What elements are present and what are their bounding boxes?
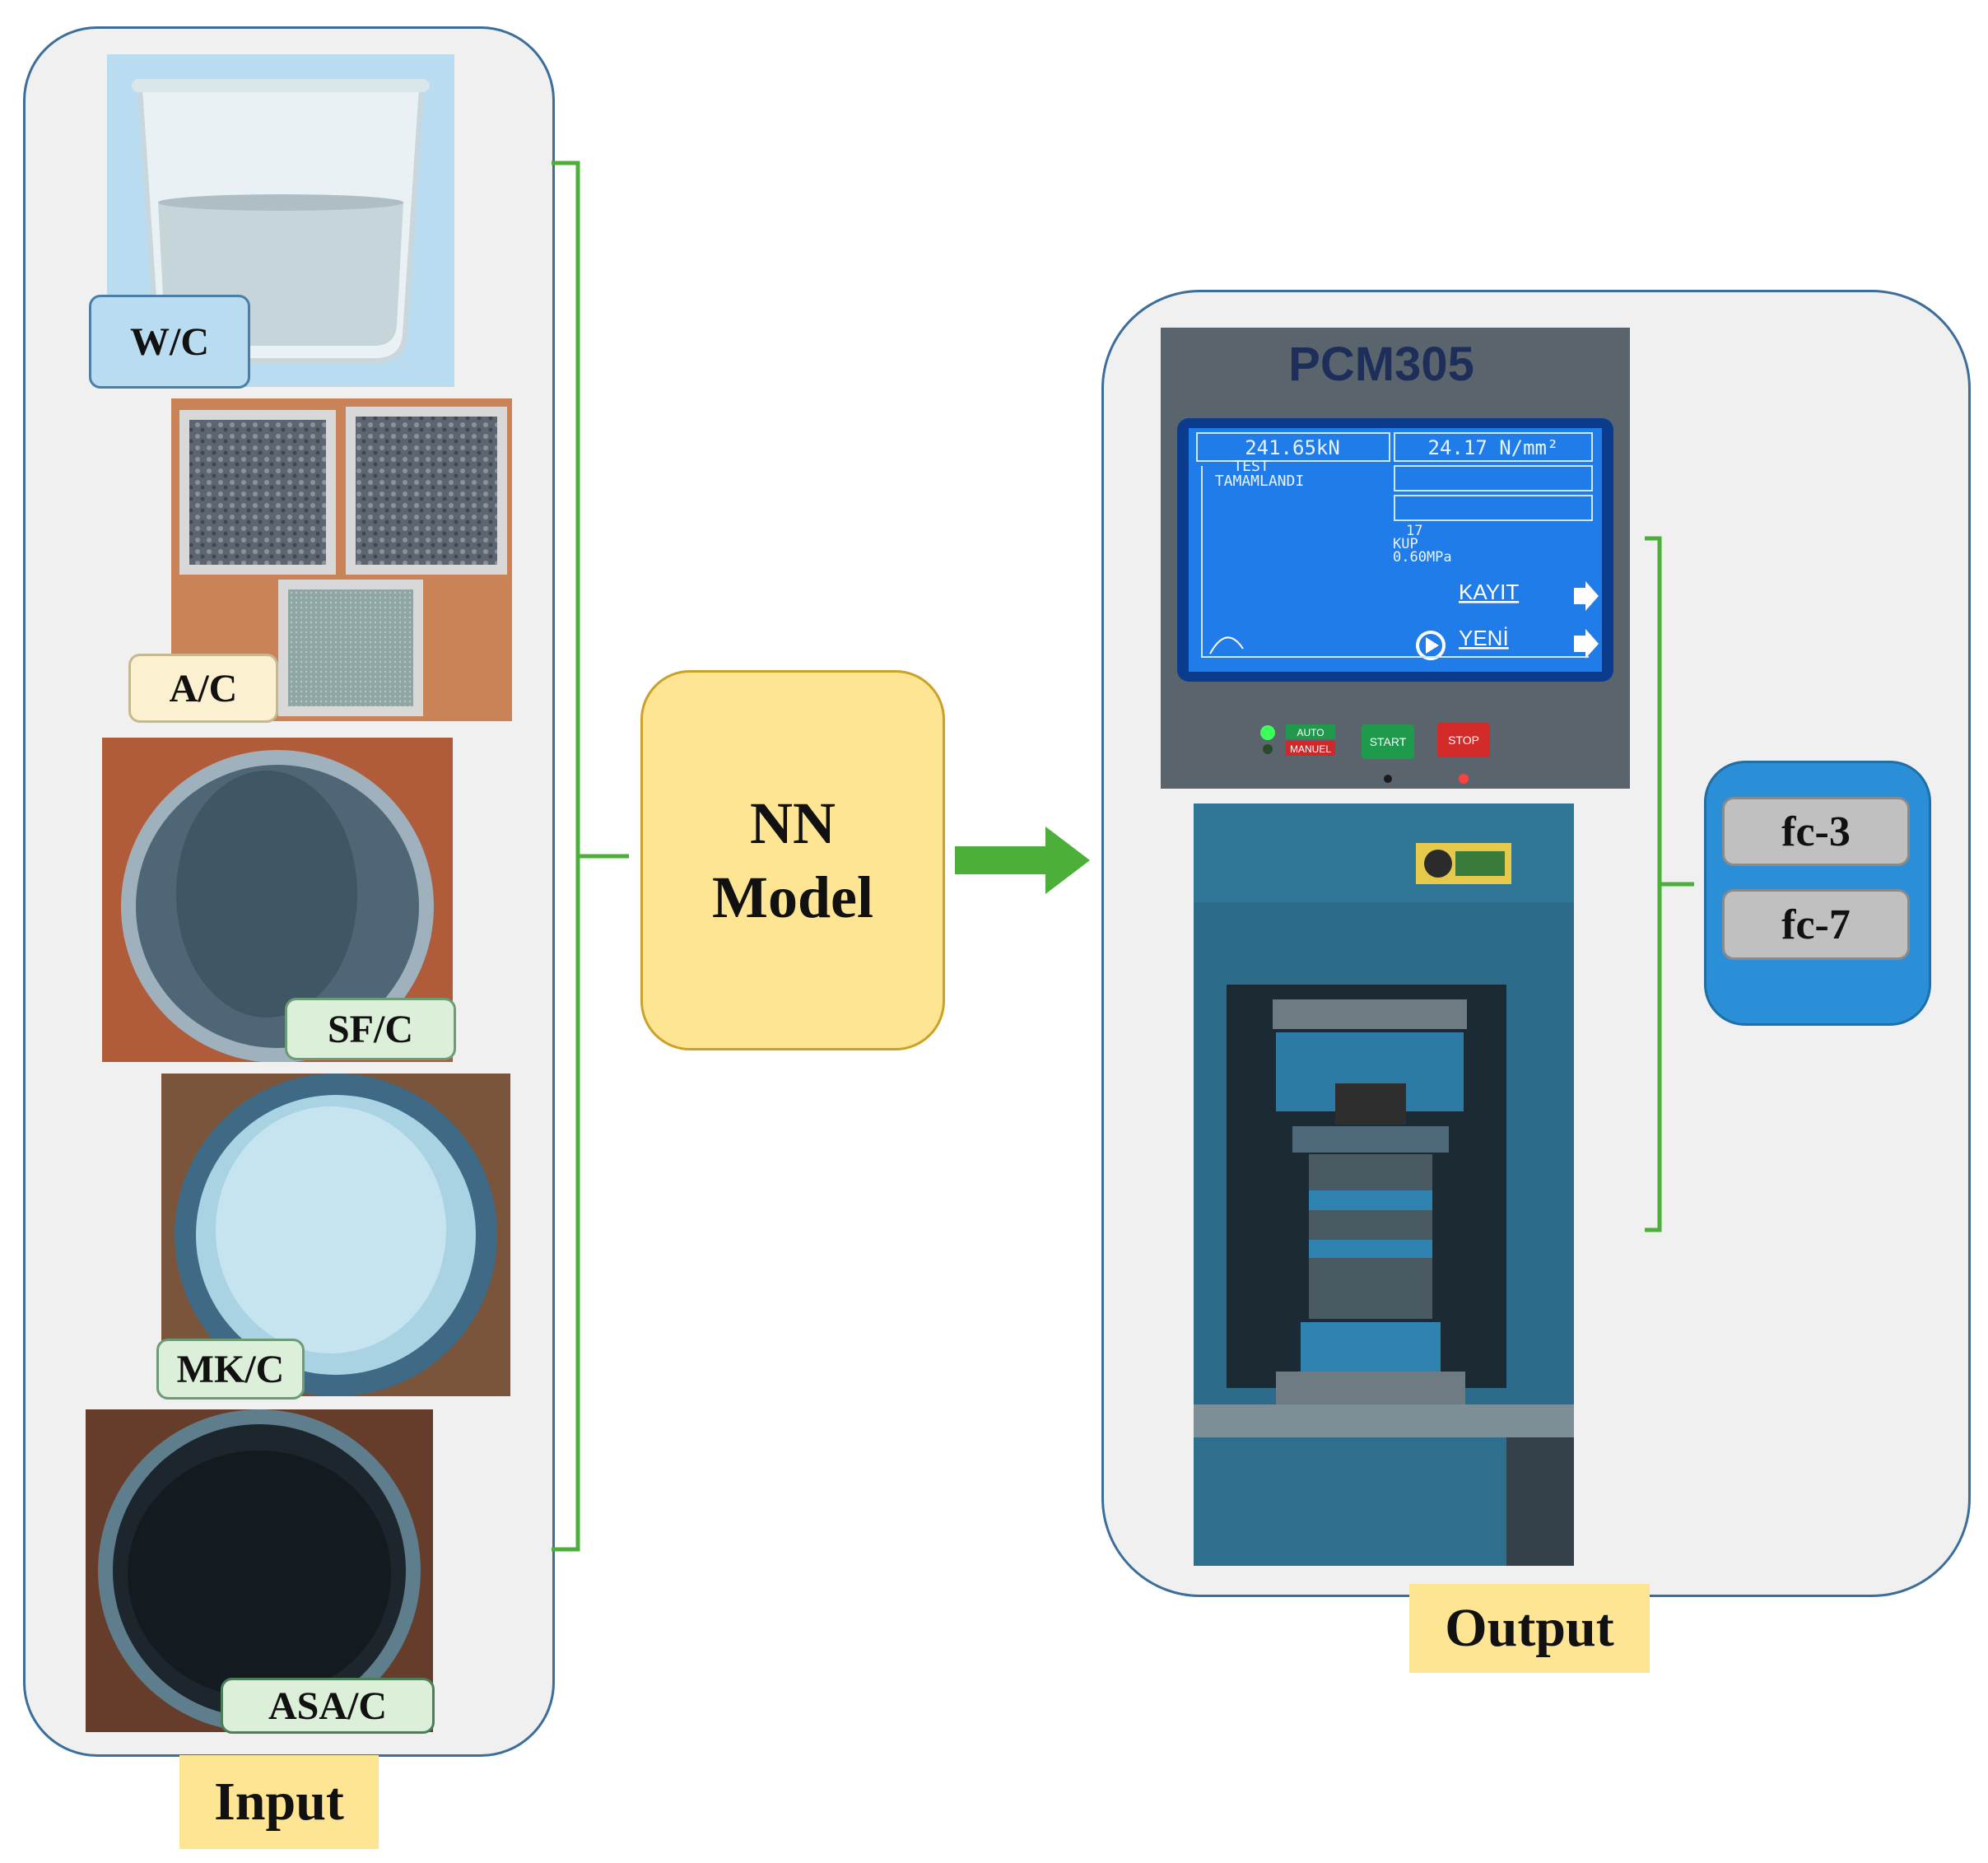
lcd-status2: TAMAMLANDI [1215,473,1304,490]
sfc-label: SF/C [285,998,456,1060]
lcd-count: 17 [1406,523,1422,539]
output-bracket [1645,536,1694,1232]
lcd-kayit[interactable]: KAYIT [1459,580,1519,604]
manuel-label: MANUEL [1290,743,1331,755]
wc-label: W/C [89,295,250,389]
right-arrow-icon [955,827,1090,894]
nn-model-line1: NN [750,790,836,856]
compression-machine-image [1194,803,1574,1566]
input-caption: Input [179,1755,379,1849]
auto-label: AUTO [1297,727,1324,738]
asac-label: ASA/C [221,1678,435,1734]
ash-image [86,1409,433,1732]
lcd-kup: KUP [1393,536,1418,552]
lcd-force: 241.65kN [1245,436,1340,459]
input-bracket [552,161,629,1552]
mkc-label: MK/C [156,1339,305,1400]
metakaolin-image [161,1074,510,1396]
output-caption: Output [1409,1584,1650,1673]
fc3-result: fc-3 [1722,797,1910,866]
stop-button[interactable]: STOP [1448,734,1479,747]
nn-model-box: NN Model [640,670,945,1050]
start-button[interactable]: START [1370,735,1407,748]
fc7-result: fc-7 [1722,889,1910,960]
machine-brand: PCM305 [1288,338,1474,391]
ac-label: A/C [128,654,278,723]
lcd-rate: 0.60MPa [1393,549,1452,566]
nn-model-line2: Model [712,864,873,930]
lcd-stress: 24.17 N/mm² [1428,436,1559,459]
lcd-status1: TEST [1233,458,1269,475]
machine-display-image: PCM305 241.65kN 24.17 N/mm² TEST TAMAMLA… [1161,328,1630,789]
lcd-yeni[interactable]: YENİ [1459,626,1509,650]
